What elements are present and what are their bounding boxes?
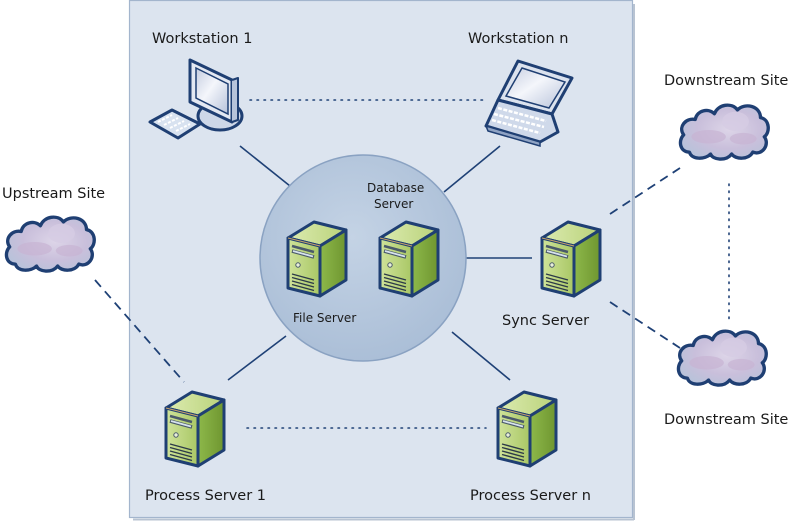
edge-upstream-site-process-server-1 bbox=[94, 279, 185, 383]
desktop-computer-icon bbox=[148, 58, 244, 140]
cloud-icon bbox=[4, 215, 96, 273]
database-server[interactable]: Database Server bbox=[367, 181, 440, 298]
process-server-1-label: Process Server 1 bbox=[145, 488, 266, 504]
edge-workstation-1-core bbox=[239, 145, 291, 187]
cloud-icon bbox=[676, 329, 768, 387]
sync-server[interactable]: Sync Server bbox=[502, 220, 602, 329]
downstream-site-2-label: Downstream Site bbox=[664, 412, 788, 428]
dashed-links bbox=[94, 167, 681, 383]
sync-server-label: Sync Server bbox=[502, 313, 589, 329]
upstream-site-label: Upstream Site bbox=[2, 186, 105, 202]
file-server[interactable]: File Server bbox=[286, 220, 356, 325]
process-server-n[interactable]: Process Server n bbox=[470, 390, 591, 504]
edge-process-server-n-core bbox=[451, 331, 511, 381]
workstation-1[interactable]: Workstation 1 bbox=[148, 31, 252, 140]
process-server-1[interactable]: Process Server 1 bbox=[145, 390, 266, 504]
server-icon bbox=[164, 390, 226, 468]
file-server-label: File Server bbox=[293, 311, 356, 325]
downstream-site-1-label: Downstream Site bbox=[664, 73, 788, 89]
database-server-label-line1: Database bbox=[367, 181, 424, 195]
laptop-icon bbox=[484, 59, 574, 147]
server-icon bbox=[286, 220, 348, 298]
workstation-n-label: Workstation n bbox=[468, 31, 568, 47]
downstream-site-2[interactable]: Downstream Site bbox=[664, 329, 788, 428]
cloud-icon bbox=[678, 103, 770, 161]
server-icon bbox=[378, 220, 440, 298]
dotted-links bbox=[246, 99, 730, 429]
server-icon bbox=[496, 390, 558, 468]
upstream-site[interactable]: Upstream Site bbox=[2, 186, 105, 273]
process-server-n-label: Process Server n bbox=[470, 488, 591, 504]
solid-links bbox=[227, 145, 532, 381]
database-server-label-line2: Server bbox=[374, 197, 413, 211]
server-icon bbox=[540, 220, 602, 298]
downstream-site-1[interactable]: Downstream Site bbox=[664, 73, 788, 161]
edge-workstation-n-core bbox=[443, 145, 501, 193]
edge-process-server-1-core bbox=[227, 335, 287, 381]
core-server-cluster bbox=[259, 154, 467, 362]
workstation-n[interactable]: Workstation n bbox=[468, 31, 574, 147]
workstation-1-label: Workstation 1 bbox=[152, 31, 252, 47]
